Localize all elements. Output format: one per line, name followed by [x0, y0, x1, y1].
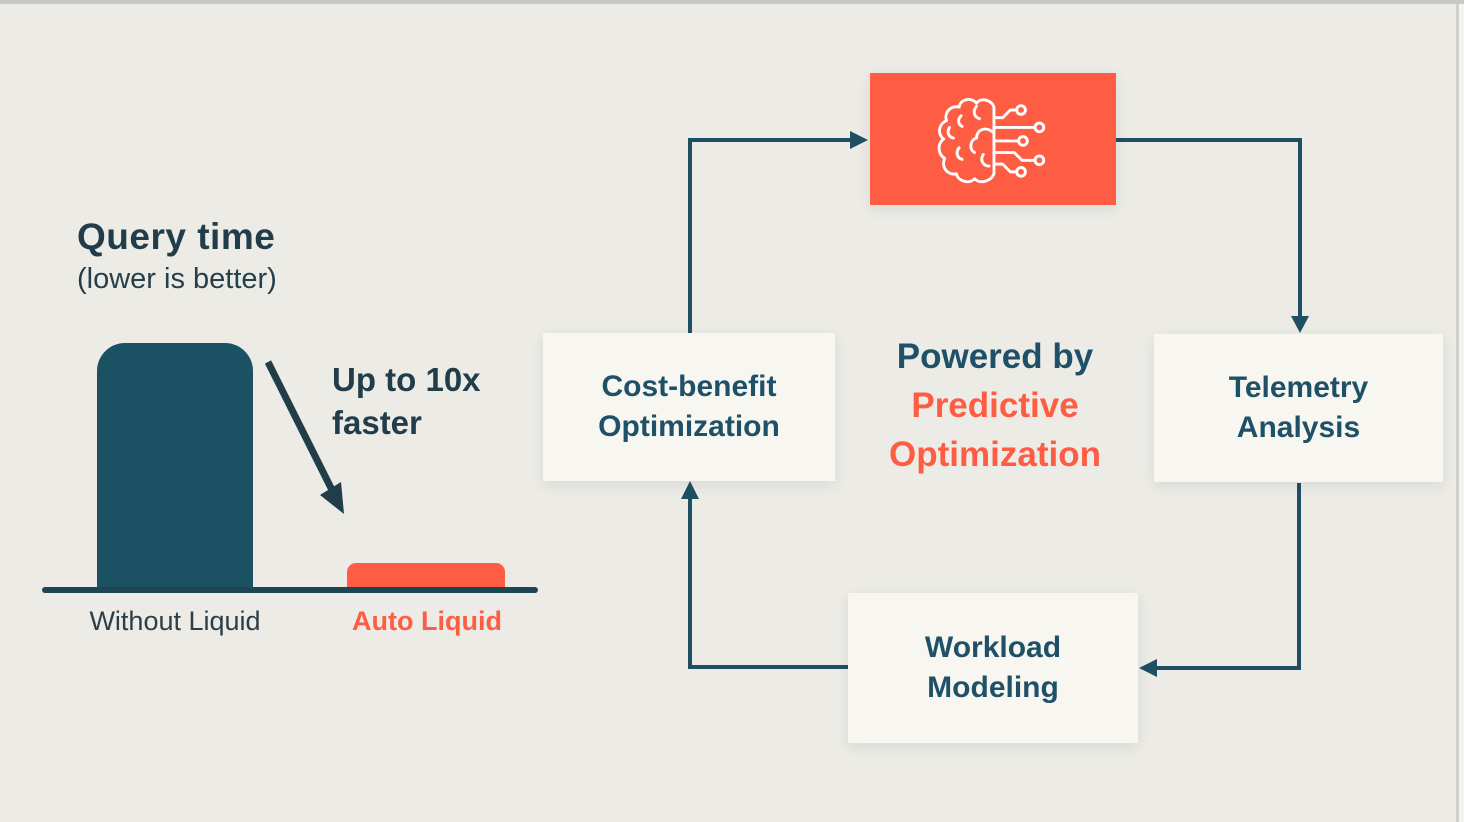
right-edge-gutter: [1459, 4, 1464, 822]
telemetry-analysis-node: Telemetry Analysis: [1154, 334, 1443, 482]
cycle-heading: Powered by Predictive Optimization: [820, 332, 1170, 479]
arrowhead-into-telemetry: [1291, 316, 1309, 333]
arrowhead-into-costbenefit: [681, 481, 699, 499]
telemetry-analysis-label: Telemetry Analysis: [1228, 370, 1369, 445]
bar-label-auto-liquid: Auto Liquid: [352, 606, 502, 636]
chart-baseline: [42, 587, 538, 593]
arrowhead-into-brain: [850, 131, 868, 149]
right-edge-strip: [1456, 4, 1459, 822]
top-edge-strip: [0, 0, 1464, 4]
brain-circuit-icon: [937, 98, 1046, 184]
chart-title: Query time: [77, 216, 276, 257]
chart-annotation-line2: faster: [332, 404, 422, 441]
bar-auto-liquid: [347, 563, 505, 590]
ai-brain-node: [870, 73, 1116, 205]
chart-subtitle: (lower is better): [77, 263, 277, 295]
cost-benefit-optimization-label: Cost-benefit Optimization: [598, 369, 780, 444]
workload-modeling-label: Workload Modeling: [924, 630, 1062, 705]
arrowhead-into-workload: [1139, 659, 1157, 677]
chart-annotation-line1: Up to 10x: [332, 361, 481, 398]
workload-modeling-node: Workload Modeling: [848, 593, 1138, 743]
bar-label-without-liquid: Without Liquid: [89, 606, 261, 636]
bar-without-liquid: [97, 343, 253, 590]
cycle-heading-line3: Optimization: [889, 435, 1101, 474]
chart-annotation: Up to 10x faster: [332, 358, 481, 444]
cycle-heading-line1: Powered by: [896, 337, 1094, 376]
cycle-heading-line2: Predictive: [911, 386, 1079, 425]
cost-benefit-optimization-node: Cost-benefit Optimization: [543, 333, 835, 481]
